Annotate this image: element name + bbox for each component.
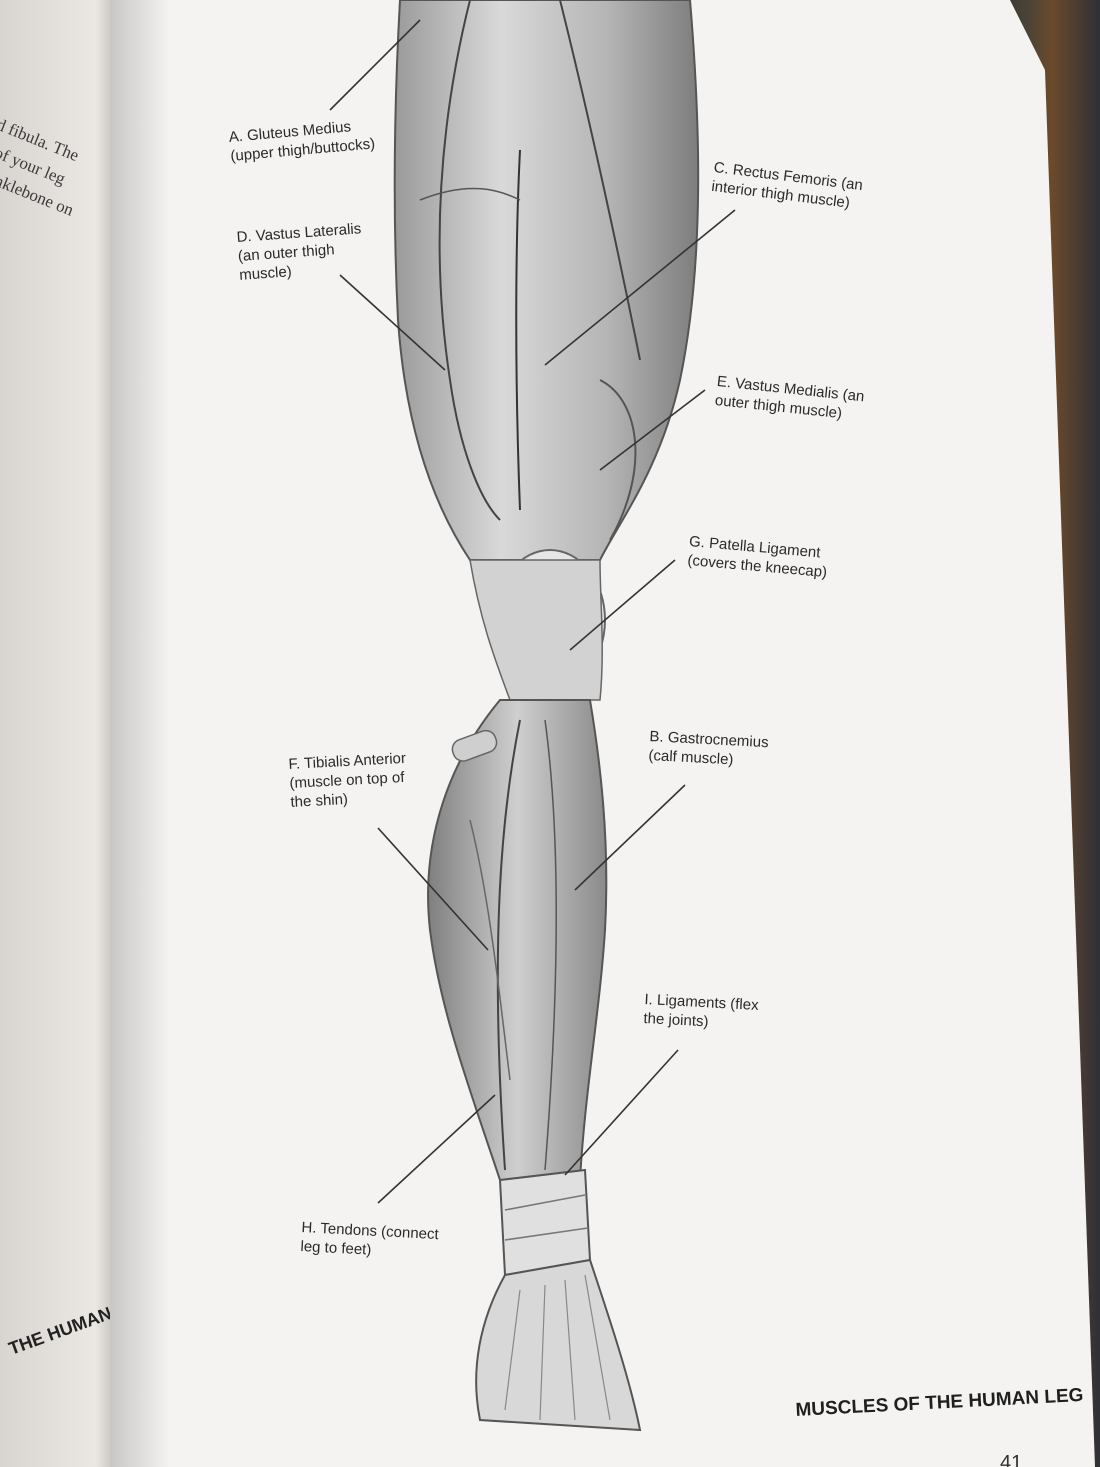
page-shadow bbox=[110, 0, 170, 1467]
label-vastus-lateralis: D. Vastus Lateralis (an outer thigh musc… bbox=[236, 220, 362, 284]
ankle-band bbox=[498, 1168, 592, 1277]
lower-leg-shape bbox=[427, 699, 608, 1181]
label-tibialis-anterior: F. Tibialis Anterior (muscle on top of t… bbox=[288, 749, 407, 811]
leader-lines bbox=[329, 19, 736, 1204]
page-number: 41 bbox=[1000, 1452, 1023, 1467]
label-tendons: H. Tendons (connect leg to feet) bbox=[300, 1218, 440, 1259]
foot-shape bbox=[475, 1258, 642, 1432]
label-gastrocnemius: B. Gastrocnemius (calf muscle) bbox=[648, 727, 770, 769]
label-ligaments: I. Ligaments (flex the joints) bbox=[643, 990, 760, 1031]
